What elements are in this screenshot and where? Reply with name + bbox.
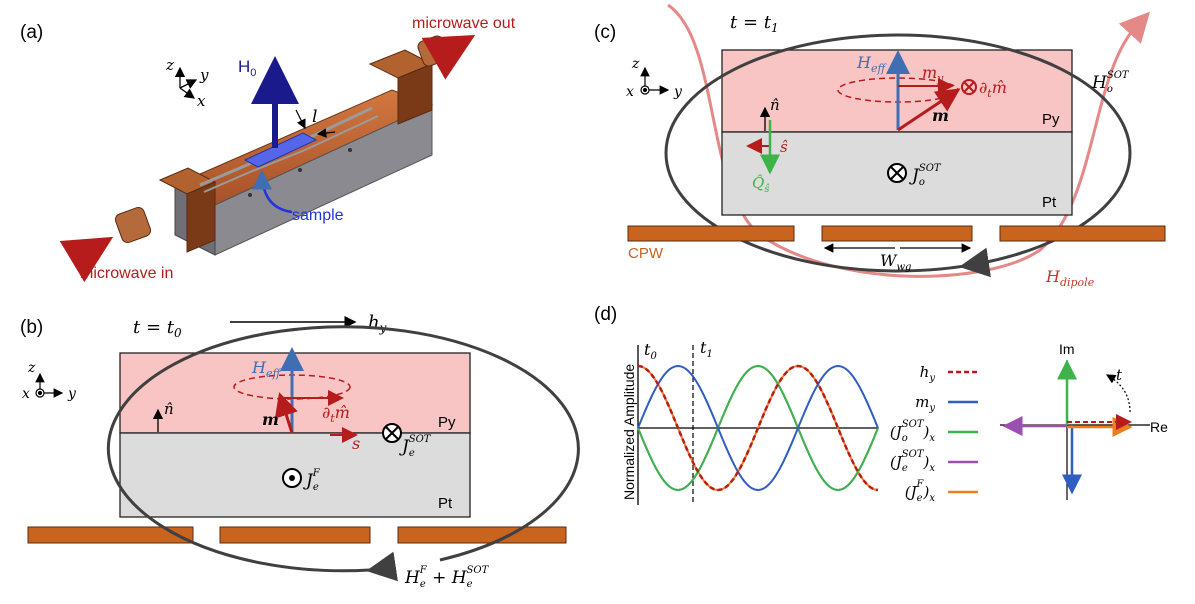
t1-marker-label: t1 <box>700 338 713 360</box>
axis-y-c: y <box>673 84 683 100</box>
ring-label-b: HeF + HeSOT <box>404 565 490 590</box>
cpw-strip-right <box>397 526 567 544</box>
legend-label-je: (JeSOT)x <box>890 449 935 474</box>
axis-z-c: z <box>631 56 640 72</box>
series-line-2 <box>637 364 879 492</box>
heff-label-c: Heff <box>856 53 887 75</box>
cpw-label: CPW <box>628 245 664 262</box>
legend-label-my: my <box>915 393 935 414</box>
axis-x-b: x <box>22 386 30 402</box>
chart-legend: hy my (JoSOT)x (JeSOT)x (JeF)x <box>890 363 978 504</box>
legend-label-jo: (JoSOT)x <box>890 419 935 444</box>
panel-d-label: (d) <box>594 304 617 325</box>
wwg-label: Wwg <box>880 251 911 273</box>
axes-c-icon <box>640 66 670 95</box>
chart-curves <box>637 364 879 492</box>
legend-label-hy: hy <box>920 363 936 384</box>
cpw-strip-center <box>219 526 371 544</box>
dtm-label-b: ∂tm̂ <box>322 403 350 425</box>
cpw-strip-left-c <box>627 225 795 242</box>
im-label: Im <box>1059 341 1075 357</box>
axis-z-label: z <box>165 56 174 74</box>
n-hat-b: n̂ <box>164 400 174 418</box>
chart-ylabel: Normalized Amplitude <box>621 364 637 500</box>
hdipole-label: Hdipole <box>1045 267 1095 289</box>
hy-label: hy <box>368 312 387 335</box>
dtm-label-c: ∂tm̂ <box>979 78 1007 100</box>
axis-z-b: z <box>27 360 36 376</box>
axis-y-b: y <box>67 386 77 402</box>
jo-into-icon <box>887 163 907 183</box>
n-hat-c: n̂ <box>770 96 780 114</box>
panel-a: (a) z y x <box>20 15 516 283</box>
my-label-c: my <box>922 63 944 85</box>
microwave-in-label: microwave in <box>80 265 173 282</box>
m-label-b: m <box>262 410 279 429</box>
cpw-strip-center-c <box>821 225 973 242</box>
series-line-0 <box>637 364 879 492</box>
length-label: l <box>312 107 317 127</box>
legend-label-jf: (JeF)x <box>905 479 936 504</box>
panel-d: (d) Normalized Amplitude t0 t1 hy my (JoSO… <box>594 304 1168 505</box>
phasor-diagram: Im Re t <box>1000 341 1168 500</box>
waveguide-fixture <box>114 35 449 256</box>
je-f-outof-icon <box>282 468 302 488</box>
panel-c-label: (c) <box>594 22 616 43</box>
re-label: Re <box>1150 419 1168 435</box>
microwave-out-label: microwave out <box>412 15 516 32</box>
sample-chip <box>243 132 318 168</box>
m-arrow <box>274 392 298 434</box>
cpw-strip-left <box>27 526 194 544</box>
je-sot-into-icon <box>382 423 402 443</box>
axis-x-c: x <box>626 84 634 100</box>
cpw-strip-right-c <box>999 225 1166 242</box>
q-label-c: Q̂ŝ <box>752 174 769 195</box>
microwave-in-arrow <box>59 236 114 283</box>
sample-label: sample <box>292 207 344 224</box>
field-ring-b <box>106 325 580 573</box>
je-f-label: JeF <box>303 468 321 493</box>
py-label-c: Py <box>1042 111 1060 128</box>
series-line-1 <box>637 364 879 492</box>
s-label-b: s <box>352 434 360 453</box>
panel-b: (b) t = t0 hy z x y Py Pt n̂ Heff m ∂tm̂… <box>20 312 580 590</box>
py-label: Py <box>438 414 456 431</box>
dtm-into-icon <box>961 79 977 95</box>
pt-label: Pt <box>438 495 453 512</box>
time-t1-label: t = t1 <box>730 12 779 35</box>
field-ring-c <box>664 33 1132 273</box>
dipole-ring <box>667 3 1146 278</box>
axes-b-icon <box>35 372 64 398</box>
axis-x-label: x <box>197 92 206 110</box>
axes-icon <box>174 66 198 99</box>
ho-sot-label: HoSOT <box>1091 70 1130 95</box>
microwave-out-arrow <box>421 35 476 80</box>
pt-label-c: Pt <box>1042 194 1057 211</box>
axis-y-label: y <box>199 66 209 84</box>
t-rotation-label: t <box>1116 366 1123 384</box>
jo-sot-label: JoSOT <box>909 163 942 188</box>
panel-b-label: (b) <box>20 317 43 338</box>
heff-label: Heff <box>251 358 282 380</box>
pt-layer <box>119 432 471 518</box>
m-label-c: m <box>932 106 949 125</box>
t0-marker-label: t0 <box>644 340 657 362</box>
time-t0-label: t = t0 <box>133 317 182 340</box>
h0-label: H0 <box>238 57 256 79</box>
je-sot-label: JeSOT <box>399 434 432 459</box>
panel-c: (c) t = t1 z x y Py Pt HoSOT Heff my <box>594 3 1166 289</box>
panel-a-label: (a) <box>20 22 43 43</box>
s-hat-c: ŝ <box>780 138 788 156</box>
